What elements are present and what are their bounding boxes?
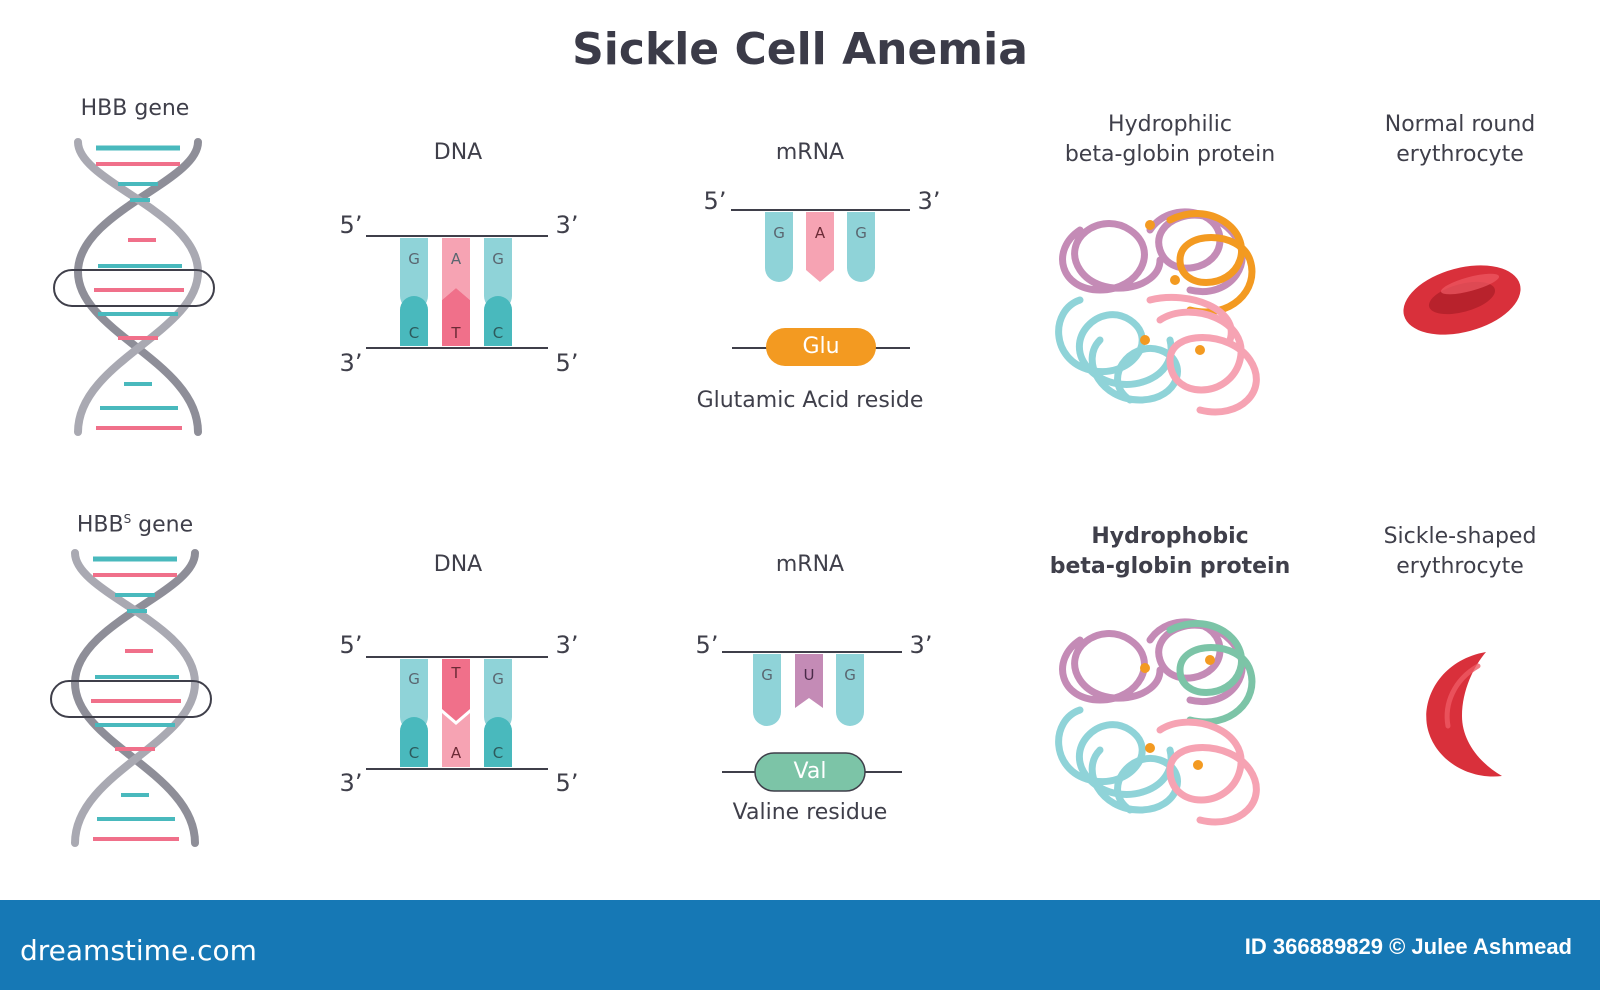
dna-base: G — [408, 250, 420, 268]
dna-3-top-sickle: 3’ — [555, 631, 579, 659]
hbbs-gene-label: HBBS gene — [55, 504, 215, 540]
amino-acid-glu: Glu — [802, 334, 840, 359]
dna-helix-sickle — [50, 553, 212, 843]
dna-helix-normal — [53, 142, 215, 432]
dna-base: C — [408, 744, 420, 762]
residue-label-sickle: Valine residue — [732, 800, 888, 825]
gene-highlight-box — [53, 269, 215, 307]
dna-base: C — [492, 744, 504, 762]
hbb-gene-label: HBB gene — [80, 96, 190, 121]
dna-base: G — [408, 670, 420, 688]
diagram-canvas — [50, 0, 1521, 900]
image-credit: ID 366889829 © Julee Ashmead — [1244, 934, 1572, 959]
page-title: Sickle Cell Anemia — [572, 24, 1028, 75]
mrna-label-sickle: mRNA — [775, 552, 845, 577]
dna-label-sickle: DNA — [433, 552, 483, 577]
residue-label-normal: Glutamic Acid reside — [696, 388, 924, 413]
sickle-erythrocyte — [1426, 652, 1502, 777]
dna-base: T — [451, 324, 461, 342]
hydrophilic-protein-blob — [1055, 208, 1260, 416]
gene-base: HBB — [76, 512, 124, 538]
mrna-base: A — [814, 224, 826, 242]
normal-erythrocyte — [1403, 265, 1521, 335]
dna-5-bottom-normal: 5’ — [555, 349, 579, 377]
brand-logo: dreamstime.com — [20, 934, 257, 967]
mrna-base: G — [773, 224, 785, 242]
dna-5-top-sickle: 5’ — [339, 631, 363, 659]
cell-label-sickle: Sickle-shaped erythrocyte — [1383, 524, 1537, 579]
dna-3-bottom-sickle: 3’ — [339, 769, 363, 797]
dna-label-normal: DNA — [433, 140, 483, 165]
protein-label-sickle: Hydrophobic beta-globin protein — [1049, 524, 1291, 579]
mrna-base: G — [761, 666, 773, 684]
gene-highlight-box — [50, 680, 212, 718]
dna-strand-sickle — [366, 656, 548, 770]
mrna-5-normal: 5’ — [703, 187, 727, 215]
mrna-5-sickle: 5’ — [695, 631, 719, 659]
gene-sup: S — [123, 512, 132, 526]
dna-base: C — [492, 324, 504, 342]
dna-base: C — [408, 324, 420, 342]
amino-acid-val: Val — [793, 759, 827, 784]
mrna-3-sickle: 3’ — [909, 631, 933, 659]
dna-3-bottom-normal: 3’ — [339, 349, 363, 377]
dna-strand-normal — [366, 235, 548, 349]
mrna-base: U — [803, 666, 815, 684]
hydrophobic-protein-blob — [1055, 618, 1260, 826]
mrna-3-normal: 3’ — [917, 187, 941, 215]
footer-bar: dreamstime.com ID 366889829 © Julee Ashm… — [0, 900, 1600, 990]
mrna-label-normal: mRNA — [775, 140, 845, 165]
dna-base: G — [492, 250, 504, 268]
dna-5-bottom-sickle: 5’ — [555, 769, 579, 797]
cell-label-normal: Normal round erythrocyte — [1384, 112, 1536, 167]
mrna-base: G — [855, 224, 867, 242]
mrna-base: G — [844, 666, 856, 684]
mrna-strand-sickle — [722, 651, 902, 792]
dna-base: T — [451, 664, 461, 682]
val-pill — [754, 752, 866, 792]
glu-pill — [766, 328, 876, 366]
protein-label-normal: Hydrophilic beta-globin protein — [1064, 112, 1276, 167]
dna-3-top-normal: 3’ — [555, 211, 579, 239]
gene-suffix: gene — [131, 512, 194, 538]
dna-base: A — [450, 744, 462, 762]
dna-base: A — [450, 250, 462, 268]
dna-5-top-normal: 5’ — [339, 211, 363, 239]
dna-base: G — [492, 670, 504, 688]
mrna-strand-normal — [731, 209, 910, 366]
